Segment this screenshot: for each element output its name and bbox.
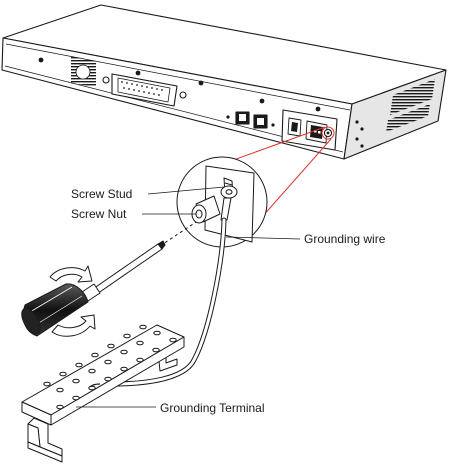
label-screw-nut: Screw Nut	[71, 207, 127, 221]
leader-screw-stud	[147, 186, 225, 195]
label-grounding-terminal: Grounding Terminal	[160, 401, 265, 415]
screwdriver	[21, 240, 166, 337]
label-grounding-wire: Grounding wire	[304, 232, 386, 246]
grounding-wire	[97, 217, 227, 387]
screw-nut	[191, 195, 221, 224]
console-port	[102, 73, 187, 107]
terminal-side-face	[50, 336, 185, 426]
label-screw-stud: Screw Stud	[71, 187, 133, 201]
detail-contents	[191, 165, 255, 243]
panel-screws	[38, 57, 321, 112]
fan-vent	[71, 56, 96, 87]
terminal-holes	[43, 324, 177, 410]
grounding-terminal	[21, 324, 185, 463]
network-device	[1, 4, 447, 160]
terminal-front-leg	[27, 417, 63, 463]
rj45-ports	[226, 111, 275, 129]
rotate-arrows-icon	[49, 265, 96, 337]
ring-lug	[220, 185, 238, 221]
power-module	[281, 109, 338, 151]
leader-lines	[76, 186, 301, 408]
leader-grounding-wire	[225, 236, 301, 240]
wire-terminal-end	[89, 383, 101, 388]
screwdriver-handle	[21, 283, 89, 337]
grounding-point-marker	[321, 126, 335, 140]
side-vent	[386, 79, 435, 132]
alignment-line	[159, 221, 197, 247]
